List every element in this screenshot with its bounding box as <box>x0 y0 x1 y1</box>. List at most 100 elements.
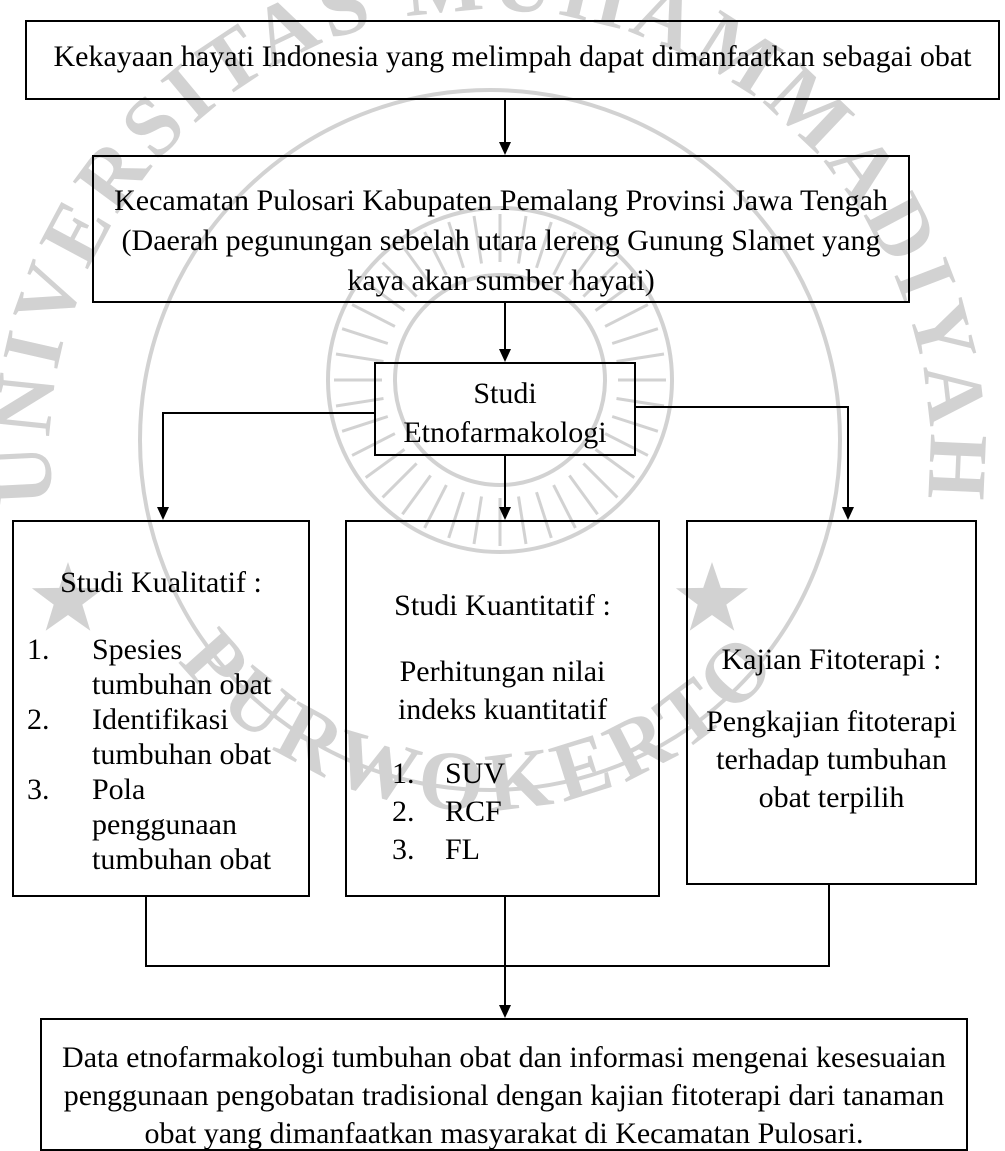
arrowheads <box>157 142 854 1018</box>
list-item: 3. Pola penggunaan tumbuhan obat <box>27 772 308 877</box>
seal-sun-ray <box>568 244 599 286</box>
seal-sun-ray <box>582 462 619 499</box>
node-source-text: Kekayaan hayati Indonesia yang melimpah … <box>53 40 972 73</box>
seal-sun-ray <box>568 474 599 516</box>
phytotherapy-line: obat terpilih <box>758 781 905 814</box>
list-text: tumbuhan obat <box>92 668 272 701</box>
seal-sun-ray <box>381 462 418 499</box>
connector-lines <box>145 100 849 1007</box>
list-number: 1. <box>392 757 415 790</box>
quantitative-description-line: Perhitungan nilai <box>399 655 606 688</box>
connector-merge-bracket <box>145 885 830 967</box>
seal-sun-ray <box>594 281 636 312</box>
node-method-line: Etnofarmakologi <box>403 416 607 449</box>
seal-sun-ray <box>582 261 619 298</box>
seal-sun-ray <box>341 415 389 433</box>
list-item: 2. RCF <box>392 793 658 831</box>
arrowhead-qualitative <box>157 507 169 520</box>
output-line: obat yang dimanfaatkan masyarakat di Kec… <box>144 1117 864 1150</box>
phytotherapy-description: Pengkajian fitoterapi terhadap tumbuhan … <box>688 703 975 817</box>
node-research-output: Data etnofarmakologi tumbuhan obat dan i… <box>40 1018 968 1151</box>
list-item: 3. FL <box>392 831 658 869</box>
arrowhead-location <box>499 142 511 155</box>
output-line: Data etnofarmakologi tumbuhan obat dan i… <box>62 1041 946 1074</box>
list-text: tumbuhan obat <box>92 738 272 771</box>
arrowhead-quantitative <box>499 507 511 520</box>
seal-sun-ray <box>447 491 465 539</box>
list-number: 2. <box>392 795 415 828</box>
list-indent <box>27 842 92 877</box>
arrowhead-method <box>499 349 511 362</box>
list-number: 3. <box>27 773 50 806</box>
list-number: 1. <box>27 633 50 666</box>
list-indent <box>27 667 92 702</box>
seal-sun-ray <box>341 327 389 345</box>
seal-sun-ray <box>517 215 528 264</box>
seal-sun-ray <box>472 215 483 264</box>
list-item: 1. Spesies tumbuhan obat <box>27 632 308 702</box>
list-indent <box>27 737 92 772</box>
list-item: 1. SUV <box>392 755 658 793</box>
node-location-line: kaya akan sumber hayati) <box>347 264 655 297</box>
list-number: 3. <box>392 833 415 866</box>
arrowhead-phytotherapy <box>842 507 854 520</box>
seal-inner-ring <box>138 88 842 792</box>
seal-sun-ray <box>335 352 384 363</box>
quantitative-title: Studi Kuantitatif : <box>394 589 611 622</box>
seal-sun-ray <box>364 281 406 312</box>
connector-method-to-qualitative <box>162 412 374 509</box>
arrowhead-output <box>499 1005 511 1018</box>
list-text: FL <box>445 833 481 866</box>
seal-sun-ray <box>535 221 553 269</box>
seal-sun-disc <box>393 273 607 487</box>
seal-rings <box>138 88 842 792</box>
qualitative-title: Studi Kualitatif : <box>60 566 262 599</box>
node-location-line: (Daerah pegunungan sebelah utara lereng … <box>121 224 881 257</box>
seal-sun-ray <box>381 261 418 298</box>
seal-sun-ray <box>401 244 432 286</box>
seal-sun-rays <box>334 214 666 546</box>
list-text: Spesies <box>92 633 182 666</box>
list-text: SUV <box>445 757 506 790</box>
list-text: Pola <box>92 773 146 806</box>
seal-sun-ray <box>604 432 649 457</box>
list-indent <box>27 807 92 842</box>
node-qualitative-study: Studi Kualitatif : 1. Spesies tumbuhan o… <box>12 520 310 897</box>
seal-sun-ray <box>447 221 465 269</box>
phytotherapy-line: Pengkajian fitoterapi <box>706 705 957 738</box>
node-ethnopharmacology-study: Studi Etnofarmakologi <box>374 362 636 456</box>
phytotherapy-title: Kajian Fitoterapi : <box>721 643 942 676</box>
seal-sun-ray <box>351 432 396 457</box>
node-method-line: Studi <box>473 377 537 410</box>
seal-star-right <box>675 562 749 631</box>
quantitative-description-line: indeks kuantitatif <box>397 693 608 726</box>
seal-stars <box>31 562 749 631</box>
list-text: tumbuhan obat <box>92 843 272 876</box>
seal-sun-ray <box>535 491 553 539</box>
list-item: 2. Identifikasi tumbuhan obat <box>27 702 308 772</box>
node-location-line: Kecamatan Pulosari Kabupaten Pemalang Pr… <box>114 184 888 217</box>
phytotherapy-line: terhadap tumbuhan <box>716 743 947 776</box>
quantitative-description: Perhitungan nilai indeks kuantitatif <box>347 653 658 729</box>
node-quantitative-study: Studi Kuantitatif : Perhitungan nilai in… <box>345 520 660 897</box>
seal-sun-ray <box>616 397 665 408</box>
seal-sun-ray <box>552 231 577 276</box>
seal-sun-ray <box>604 303 649 328</box>
output-line: penggunaan pengobatan tradisional dengan… <box>63 1079 945 1112</box>
qualitative-list: 1. Spesies tumbuhan obat 2. Identifikasi… <box>14 632 308 877</box>
node-study-location: Kecamatan Pulosari Kabupaten Pemalang Pr… <box>92 155 910 303</box>
seal-sun-ray <box>611 327 659 345</box>
list-number: 2. <box>27 703 50 736</box>
quantitative-index-list: 1. SUV 2. RCF 3. FL <box>347 755 658 869</box>
node-biodiversity-source: Kekayaan hayati Indonesia yang melimpah … <box>25 20 1000 100</box>
seal-sun-ray <box>423 231 448 276</box>
connector-method-to-phytotherapy <box>636 406 849 509</box>
node-phytotherapy-review: Kajian Fitoterapi : Pengkajian fitoterap… <box>686 520 977 885</box>
seal-sun-outer-ring <box>326 206 674 554</box>
seal-star-left <box>31 562 105 631</box>
seal-sun-ray <box>401 474 432 516</box>
seal-sun-ray <box>616 352 665 363</box>
